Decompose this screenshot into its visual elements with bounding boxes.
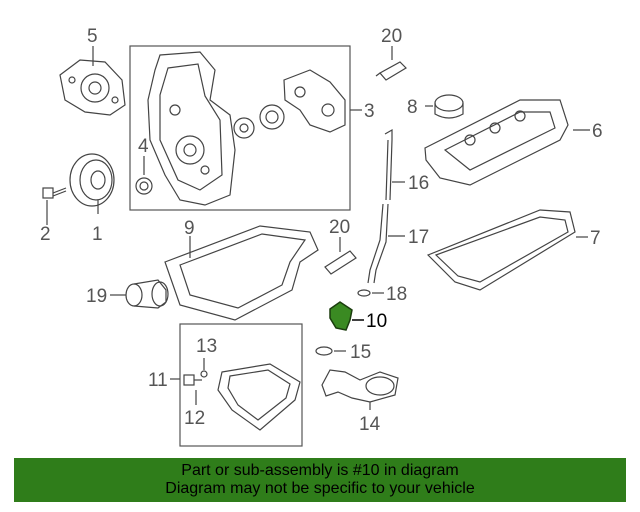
oil-filter-part[interactable] — [125, 279, 169, 309]
callout-19: 19 — [86, 286, 107, 307]
callout-20-top: 20 — [381, 26, 402, 47]
timing-cover-group-box — [129, 45, 351, 211]
callout-2: 2 — [40, 224, 51, 245]
lower-oil-pan-part[interactable] — [217, 363, 301, 431]
callout-7: 7 — [590, 228, 601, 249]
highlighted-part-10[interactable] — [329, 301, 353, 331]
callout-17: 17 — [408, 227, 429, 248]
sealant-tube-part[interactable] — [375, 61, 407, 81]
crank-pulley-part[interactable] — [69, 153, 115, 207]
callout-15: 15 — [350, 342, 371, 363]
water-pump-part[interactable] — [59, 59, 126, 116]
dipstick-part[interactable] — [384, 128, 393, 201]
callout-12: 12 — [184, 408, 205, 429]
oil-pump-housing-part[interactable] — [283, 69, 346, 133]
callout-13: 13 — [196, 336, 217, 357]
callout-5: 5 — [87, 26, 98, 47]
callout-18: 18 — [386, 284, 407, 305]
o-ring-part[interactable] — [357, 289, 371, 297]
callout-6: 6 — [592, 121, 603, 142]
lower-oil-pan-group-box — [179, 323, 303, 447]
callout-11: 11 — [148, 370, 168, 391]
gear-part[interactable] — [233, 104, 285, 139]
parts-diagram: 1 2 3 4 5 6 7 8 9 10 11 12 13 14 15 16 1… — [40, 26, 603, 447]
callout-10: 10 — [366, 311, 387, 332]
oil-pickup-part[interactable] — [321, 369, 399, 403]
callout-8: 8 — [407, 97, 418, 118]
callout-20-lower: 20 — [329, 217, 350, 238]
callout-14: 14 — [359, 414, 381, 435]
callout-4: 4 — [138, 136, 149, 157]
valve-cover-part[interactable] — [424, 99, 569, 186]
oil-filler-cap-part[interactable] — [434, 94, 464, 119]
sealant-tube-lower-part[interactable] — [324, 250, 357, 275]
banner-line-1: Part or sub-assembly is #10 in diagram — [181, 462, 459, 479]
banner-line-2: Diagram may not be specific to your vehi… — [165, 480, 475, 497]
info-banner: Part or sub-assembly is #10 in diagram D… — [14, 458, 626, 502]
valve-cover-gasket-part[interactable] — [426, 209, 576, 291]
drain-plug-part[interactable] — [183, 374, 202, 386]
dipstick-tube-part[interactable] — [367, 203, 389, 284]
front-seal-part[interactable] — [135, 177, 153, 195]
callout-1: 1 — [92, 224, 103, 245]
pickup-o-ring-part[interactable] — [315, 346, 333, 356]
callout-16: 16 — [408, 173, 429, 194]
callout-3: 3 — [364, 101, 375, 122]
callout-9: 9 — [184, 218, 195, 239]
bolt-part[interactable] — [42, 187, 67, 199]
timing-cover-part[interactable] — [147, 51, 236, 206]
drain-washer-part[interactable] — [200, 370, 208, 378]
upper-oil-pan-part[interactable] — [164, 225, 319, 321]
